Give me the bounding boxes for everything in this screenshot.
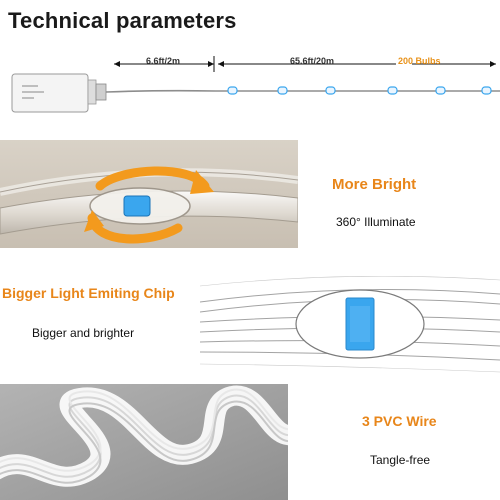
bright-photo	[0, 140, 298, 248]
bright-heading: More Bright	[332, 176, 417, 193]
page-title: Technical parameters	[8, 8, 237, 33]
bulb-markers	[227, 86, 492, 95]
bulb-count-label: 200 Bulbs	[398, 56, 441, 66]
controller-box	[11, 73, 89, 113]
chip-diagram	[200, 276, 500, 376]
dimension-diagram: 6.6ft/2m 65.6ft/20m 200 Bulbs	[0, 44, 500, 114]
pvc-heading: 3 PVC Wire	[362, 413, 437, 429]
chip-heading: Bigger Light Emiting Chip	[2, 285, 175, 301]
bright-subtext: 360° Illuminate	[336, 215, 416, 229]
pvc-wire-photo	[0, 384, 288, 500]
lead-length-label: 6.6ft/2m	[146, 56, 181, 66]
dimension-diagram-graphic	[11, 56, 500, 113]
string-length-label: 65.6ft/20m	[290, 56, 335, 66]
chip-subtext: Bigger and brighter	[32, 326, 135, 340]
pvc-subtext: Tangle-free	[370, 453, 431, 467]
